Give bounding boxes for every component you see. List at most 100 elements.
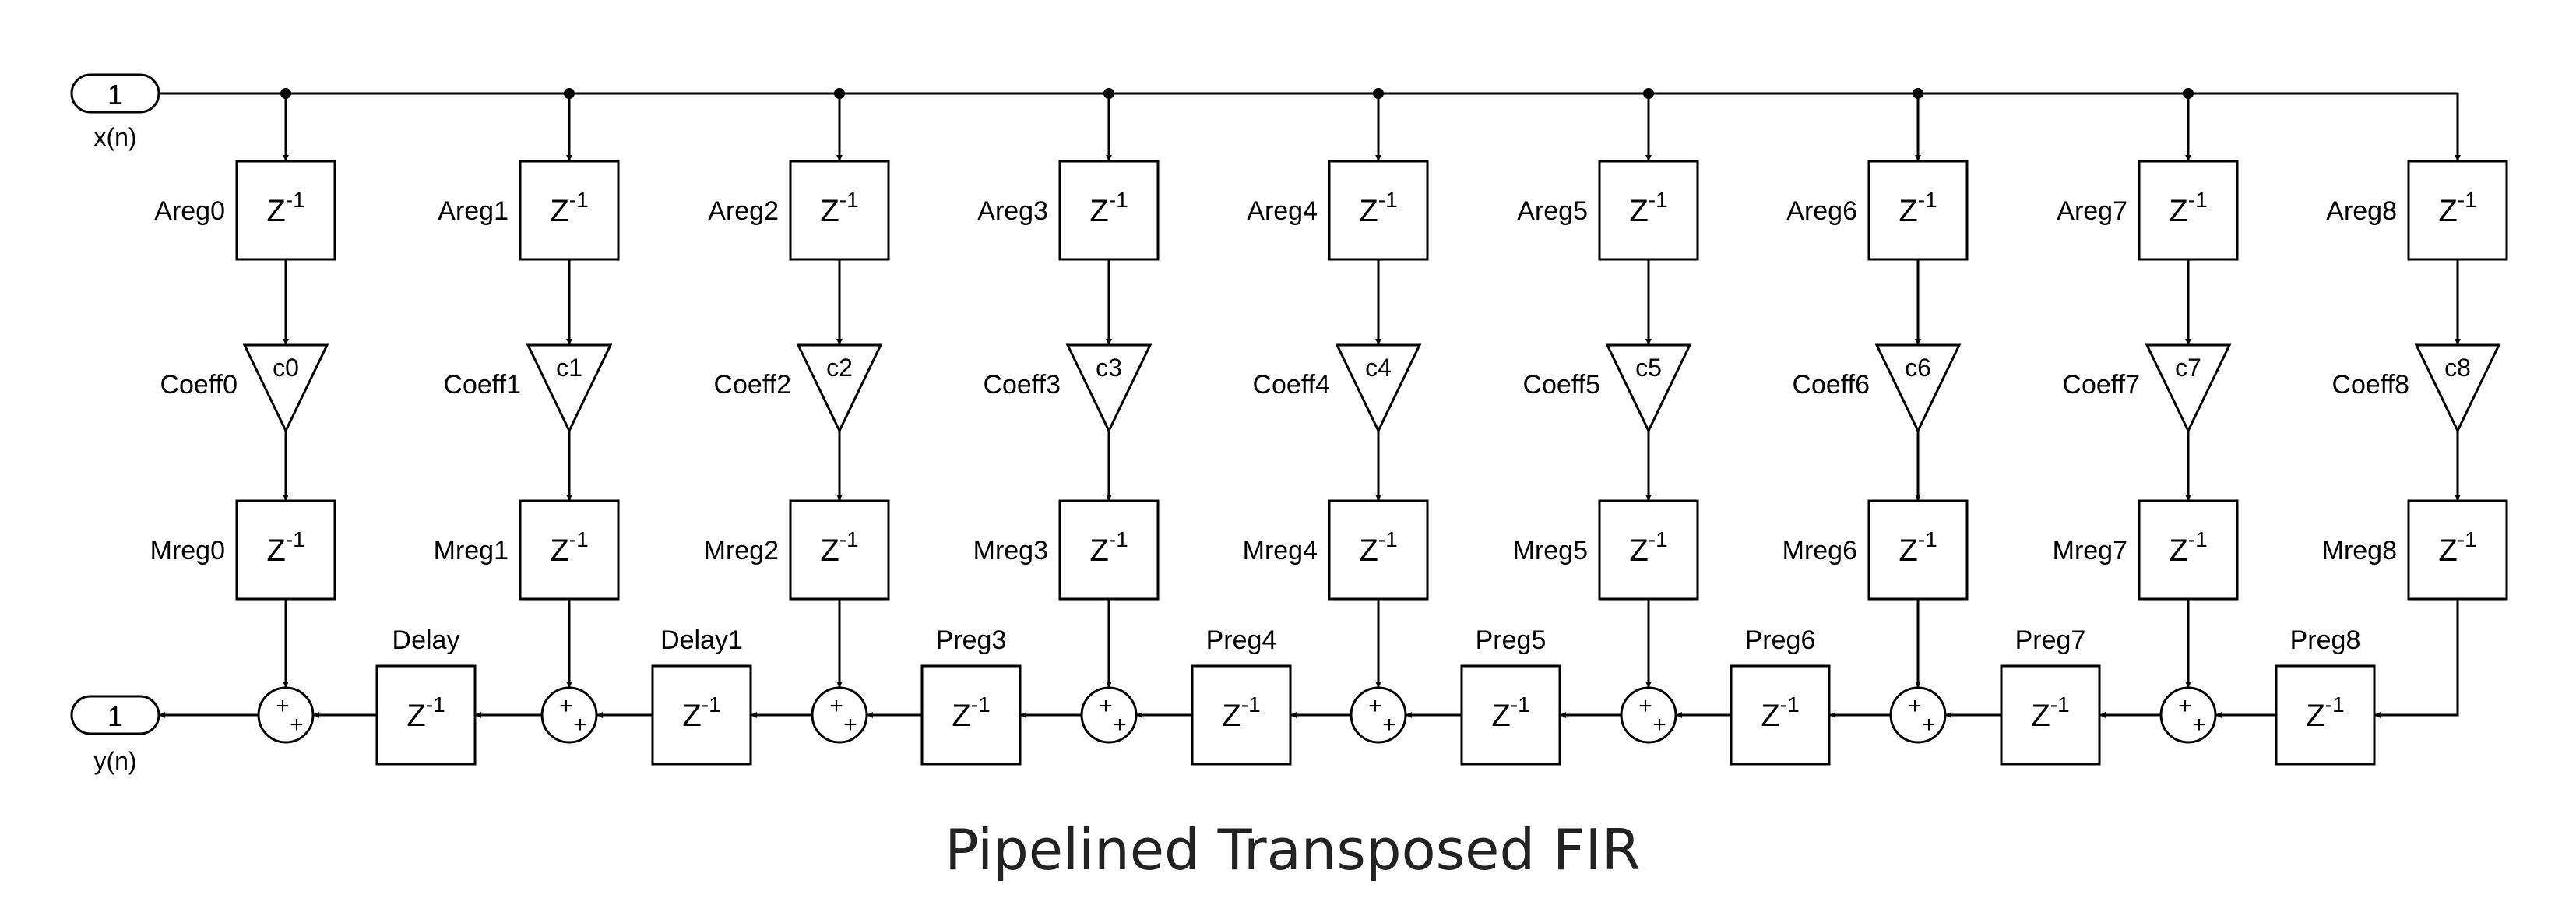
delay-symbol-exponent: -1 <box>2325 692 2345 717</box>
chain-delay-label: Preg5 <box>1476 625 1547 655</box>
delay-symbol-exponent: -1 <box>839 188 859 212</box>
areg-block-2-box <box>789 160 890 261</box>
delay-symbol-base: Z <box>1629 194 1648 228</box>
delay-symbol-exponent: -1 <box>426 692 445 717</box>
gain-value: c7 <box>2175 354 2201 382</box>
areg-block-4-box <box>1328 160 1429 261</box>
areg-block-5-box <box>1598 160 1699 261</box>
chain-delay-block-3: Z-1 <box>1191 664 1292 766</box>
mreg-block-3: Z-1 <box>1058 499 1160 601</box>
delay-symbol-exponent: -1 <box>2188 188 2208 212</box>
delay-symbol-base: Z <box>682 699 701 733</box>
sum-sign-top: + <box>1638 693 1652 719</box>
input-port-signal: x(n) <box>93 123 136 151</box>
areg-block-7: Z-1 <box>2138 160 2239 261</box>
gain-triangle <box>526 344 613 434</box>
gain-triangle <box>1065 344 1153 434</box>
gain-value: c6 <box>1905 354 1931 382</box>
delay-symbol-exponent: -1 <box>1918 188 1937 212</box>
chain-delay-label: Preg3 <box>936 625 1007 655</box>
gain-value: c3 <box>1096 354 1122 382</box>
chain-delay-block-7-box <box>2275 664 2376 766</box>
coeff-label: Coeff0 <box>160 370 238 400</box>
chain-delay-block-3-box <box>1191 664 1292 766</box>
delay-symbol: Z-1 <box>952 692 990 733</box>
delay-symbol: Z-1 <box>820 188 858 228</box>
mreg-block-8: Z-1 <box>2407 499 2508 601</box>
chain-delay-block-4-box <box>1460 664 1561 766</box>
delay-symbol-base: Z <box>1359 534 1378 568</box>
chain-delay-block-1-box <box>651 664 752 766</box>
sum-sign-right: + <box>573 712 587 738</box>
output-port-number: 1 <box>107 700 123 732</box>
chain-delay-block-2: Z-1 <box>920 664 1022 766</box>
sum-sign-top: + <box>559 693 573 719</box>
sum-block-2: ++ <box>811 686 868 744</box>
coeff-label: Coeff5 <box>1522 370 1600 400</box>
sum-circle <box>811 686 868 744</box>
chain-delay-label: Preg4 <box>1206 625 1277 655</box>
mreg-label: Mreg6 <box>1782 536 1857 565</box>
delay-symbol-base: Z <box>406 699 425 733</box>
delay-symbol-base: Z <box>2031 699 2050 733</box>
mreg-label: Mreg3 <box>973 536 1048 565</box>
coeff-label: Coeff1 <box>443 370 521 400</box>
delay-symbol-exponent: -1 <box>1649 527 1668 551</box>
gain-block-1: c1 <box>526 344 613 434</box>
chain-delay-block-1: Z-1 <box>651 664 752 766</box>
coeff-label: Coeff2 <box>713 370 791 400</box>
delay-symbol: Z-1 <box>820 527 858 568</box>
delay-symbol-exponent: -1 <box>971 692 991 717</box>
mreg-block-8-box <box>2407 499 2508 601</box>
delay-symbol: Z-1 <box>1899 527 1937 568</box>
delay-symbol-exponent: -1 <box>1511 692 1530 717</box>
areg-block-8-box <box>2407 160 2508 261</box>
sum-sign-right: + <box>2192 712 2206 738</box>
delay-symbol-exponent: -1 <box>1241 692 1261 717</box>
delay-symbol: Z-1 <box>1089 188 1128 228</box>
mreg-block-7-box <box>2138 499 2239 601</box>
chain-delay-block-6: Z-1 <box>2000 664 2101 766</box>
delay-symbol: Z-1 <box>1761 692 1799 733</box>
areg-block-6-box <box>1867 160 1969 261</box>
areg-label: Areg1 <box>438 196 509 226</box>
output-port-shape <box>70 695 160 735</box>
delay-symbol: Z-1 <box>1089 527 1128 568</box>
areg-block-6: Z-1 <box>1867 160 1969 261</box>
delay-symbol-base: Z <box>2169 534 2187 568</box>
mreg-block-4: Z-1 <box>1328 499 1429 601</box>
delay-symbol-base: Z <box>2306 699 2324 733</box>
chain-delay-block-6-box <box>2000 664 2101 766</box>
delay-symbol: Z-1 <box>2438 188 2476 228</box>
gain-value: c1 <box>556 354 582 382</box>
areg-block-2: Z-1 <box>789 160 890 261</box>
chain-delay-label: Preg6 <box>1745 625 1816 655</box>
coeff-label: Coeff8 <box>2331 370 2409 400</box>
sum-sign-top: + <box>829 693 843 719</box>
delay-symbol-base: Z <box>2438 534 2457 568</box>
wire <box>2374 599 2459 718</box>
delay-symbol-exponent: -1 <box>1109 188 1128 212</box>
mreg-block-6-box <box>1867 499 1969 601</box>
chain-delay-block-5-box <box>1730 664 1831 766</box>
sum-sign-top: + <box>1368 693 1382 719</box>
chain-delay-block-0: Z-1 <box>375 664 477 766</box>
delay-symbol-exponent: -1 <box>1378 188 1398 212</box>
delay-symbol: Z-1 <box>1491 692 1529 733</box>
sum-sign-right: + <box>1922 712 1936 738</box>
sum-circle <box>1620 686 1677 744</box>
areg-label: Areg0 <box>154 196 225 226</box>
delay-symbol-exponent: -1 <box>702 692 721 717</box>
sum-block-3: ++ <box>1080 686 1138 744</box>
delay-symbol-exponent: -1 <box>1649 188 1668 212</box>
chain-delay-label: Delay <box>392 625 460 655</box>
delay-symbol: Z-1 <box>266 527 304 568</box>
mreg-block-1: Z-1 <box>519 499 620 601</box>
delay-symbol-exponent: -1 <box>2188 527 2208 551</box>
mreg-block-1-box <box>519 499 620 601</box>
delay-symbol-base: Z <box>1899 194 1917 228</box>
areg-label: Areg7 <box>2057 196 2127 226</box>
gain-value: c4 <box>1365 354 1392 382</box>
delay-symbol: Z-1 <box>2031 692 2069 733</box>
delay-symbol-exponent: -1 <box>1378 527 1398 551</box>
